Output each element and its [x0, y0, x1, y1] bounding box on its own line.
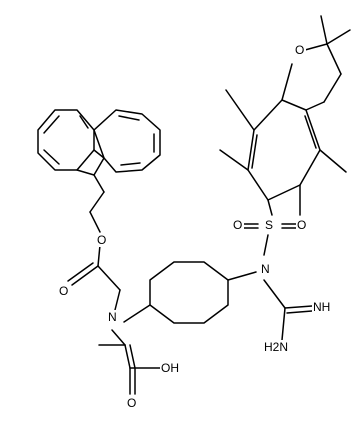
chroman-aromatic-ring	[247, 99, 321, 201]
atom-label-o-carbonyl-carbamate: O	[59, 284, 68, 298]
carbamate-group	[67, 244, 121, 319]
atom-label-h2n: H2N	[264, 340, 288, 354]
fluorene-right-ring	[93, 109, 161, 173]
fluorene-left-ring	[37, 109, 95, 171]
atom-label-o-carbonyl-acid: O	[127, 396, 136, 410]
atom-label-n-amide: N	[108, 310, 117, 324]
fluorene-group	[37, 109, 161, 233]
atom-label-oh: OH	[161, 361, 179, 375]
guanidine-group	[263, 279, 313, 341]
atom-label-n-sulfonyl: N	[261, 262, 270, 276]
alanine-group	[98, 329, 161, 395]
atom-label-nh-imine: NH	[313, 300, 330, 314]
atom-label-o-carbamate: O	[97, 233, 106, 247]
atom-label-o-sulfonyl-right: O	[297, 218, 306, 232]
atom-label-o-chroman: O	[295, 43, 304, 57]
sulfonyl-group	[241, 199, 299, 256]
cyclohexyl-group	[123, 261, 257, 324]
chroman-group	[219, 15, 351, 216]
atom-labels: O O N N S O O O NH H2N OH O	[58, 43, 336, 410]
atom-label-o-sulfonyl-left: O	[233, 218, 242, 232]
atom-label-s: S	[265, 218, 273, 232]
cyclohexane-ring	[149, 261, 229, 324]
